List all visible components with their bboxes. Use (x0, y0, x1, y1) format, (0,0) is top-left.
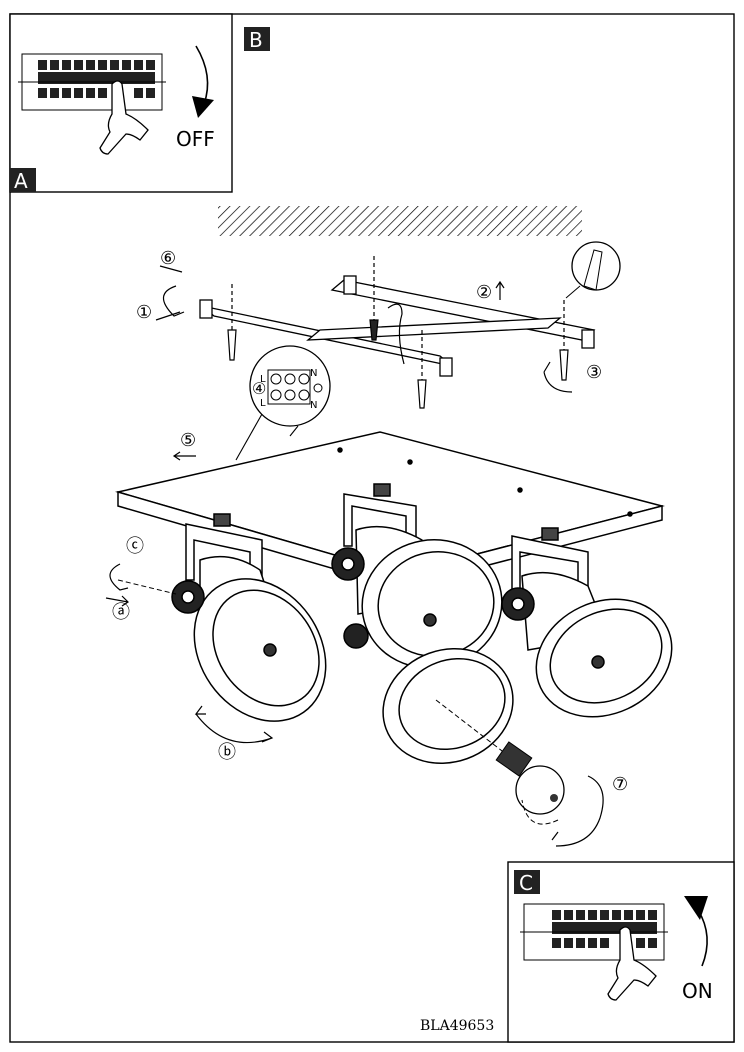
axis-line-a (117, 579, 177, 595)
page-border (9, 13, 735, 1043)
step-b-marker: ⓑ (218, 742, 236, 763)
light-bulb (495, 741, 565, 825)
step-1-marker: ① (136, 302, 152, 323)
arrow-head-on-icon (684, 896, 708, 920)
rotation-arrow-c-icon (109, 563, 129, 591)
hand-on-icon (607, 926, 657, 1001)
mounting-bracket (199, 275, 596, 377)
rotation-arrow-7-icon (551, 775, 604, 847)
step-3-marker: ③ (586, 362, 602, 383)
panel-a-letter: A (14, 169, 28, 193)
panel-b-letter-box (244, 27, 270, 51)
on-label: ON (682, 979, 713, 1003)
panel-c-letter: C (519, 871, 533, 895)
step-7-marker: ⑦ (612, 774, 628, 795)
screws (227, 256, 569, 409)
breaker-box-on-icon (520, 903, 668, 961)
step-2-marker: ② (476, 282, 492, 303)
step-c-marker: ⓒ (126, 536, 144, 557)
wall-plug-detail (565, 241, 621, 299)
step-4-marker: ④ (252, 379, 266, 398)
spot-lamp-left (171, 513, 327, 722)
up-arrow-2-icon (495, 280, 505, 300)
panel-c-letter-box (514, 870, 540, 894)
model-code: BLA49653 (420, 1018, 494, 1034)
spot-lamp-right (501, 527, 673, 718)
terminal-n-bottom: N (310, 400, 317, 411)
rotation-arrow-b-icon (194, 705, 274, 744)
terminal-n-top: N (310, 368, 317, 379)
step-6-marker: ⑥ (160, 248, 176, 269)
panel-c: C ON BLA49653 (420, 861, 735, 1043)
terminal-l-top: L (260, 374, 266, 385)
terminal-l-bottom: L (260, 398, 266, 409)
panel-a-letter-box (10, 168, 36, 192)
rotation-arrow-6-icon (155, 265, 185, 321)
terminal-block-detail (235, 345, 331, 461)
step-5-marker: ⑤ (180, 430, 196, 451)
panel-a: OFF A (9, 13, 233, 193)
off-label: OFF (176, 127, 215, 151)
breaker-box-icon (18, 53, 166, 111)
arrow-a-icon (105, 595, 129, 607)
step-a-marker: ⓐ (112, 602, 130, 623)
bulb-axis-line (435, 699, 507, 755)
rotation-arrow-3-icon (543, 361, 573, 393)
arrow-5-icon (172, 451, 196, 461)
ceiling-hatch (218, 206, 582, 236)
arrow-head-off-icon (192, 96, 214, 118)
panel-b-letter: B (249, 28, 263, 52)
hand-icon (99, 80, 149, 155)
